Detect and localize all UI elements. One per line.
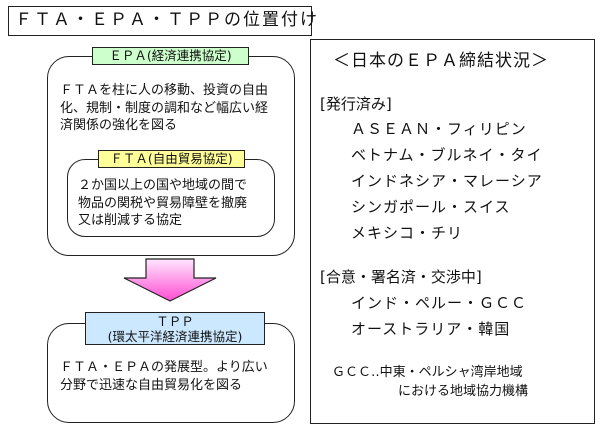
enacted-item: インドネシア・マレーシア <box>351 172 543 190</box>
status-heading: ＜日本のＥＰＡ締結状況＞ <box>333 51 549 71</box>
enacted-heading: [発行済み] <box>320 95 392 113</box>
negotiating-item: インド・ペルー・ＧＣＣ <box>351 294 528 312</box>
gcc-note-line1: ＧＣＣ‥中東・ペルシャ湾岸地域 <box>332 365 523 380</box>
negotiating-item: オーストラリア・韓国 <box>351 320 511 338</box>
epa-status-box <box>310 39 595 424</box>
fta-label: ＦＴＡ(自由貿易協定) <box>98 150 245 168</box>
gcc-note-line2: における地域協力機構 <box>398 384 529 399</box>
tpp-label-line2: (環太平洋経済連携協定) <box>107 329 243 344</box>
epa-description: ＦＴＡを柱に人の移動、投資の自由 化、規制・制度の調和など幅広い経 済関係の強化… <box>60 83 269 133</box>
page-title: ＦＴＡ・ＥＰＡ・ＴＰＰの位置付け <box>8 6 317 36</box>
negotiating-heading: [合意・署名済・交渉中] <box>320 268 482 286</box>
enacted-item: シンガポール・スイス <box>351 198 511 216</box>
tpp-label-line1: ＴＰＰ <box>156 314 194 329</box>
down-arrow-icon <box>123 258 217 302</box>
fta-panel <box>67 159 275 237</box>
enacted-item: ＡＳＥＡＮ・フィリピン <box>351 120 527 138</box>
fta-description: ２か国以上の国や地域の間で 物品の関税や貿易障壁を撤廃 又は削減する協定 <box>78 178 248 228</box>
epa-label: ＥＰＡ(経済連携協定) <box>92 47 249 65</box>
enacted-item: ベトナム・ブルネイ・タイ <box>351 146 543 164</box>
tpp-description: ＦＴＡ・ＥＰＡの発展型。より広い 分野で迅速な自由貿易化を図る <box>60 360 268 393</box>
enacted-item: メキシコ・チリ <box>351 224 464 242</box>
tpp-label: ＴＰＰ (環太平洋経済連携協定) <box>85 312 265 345</box>
